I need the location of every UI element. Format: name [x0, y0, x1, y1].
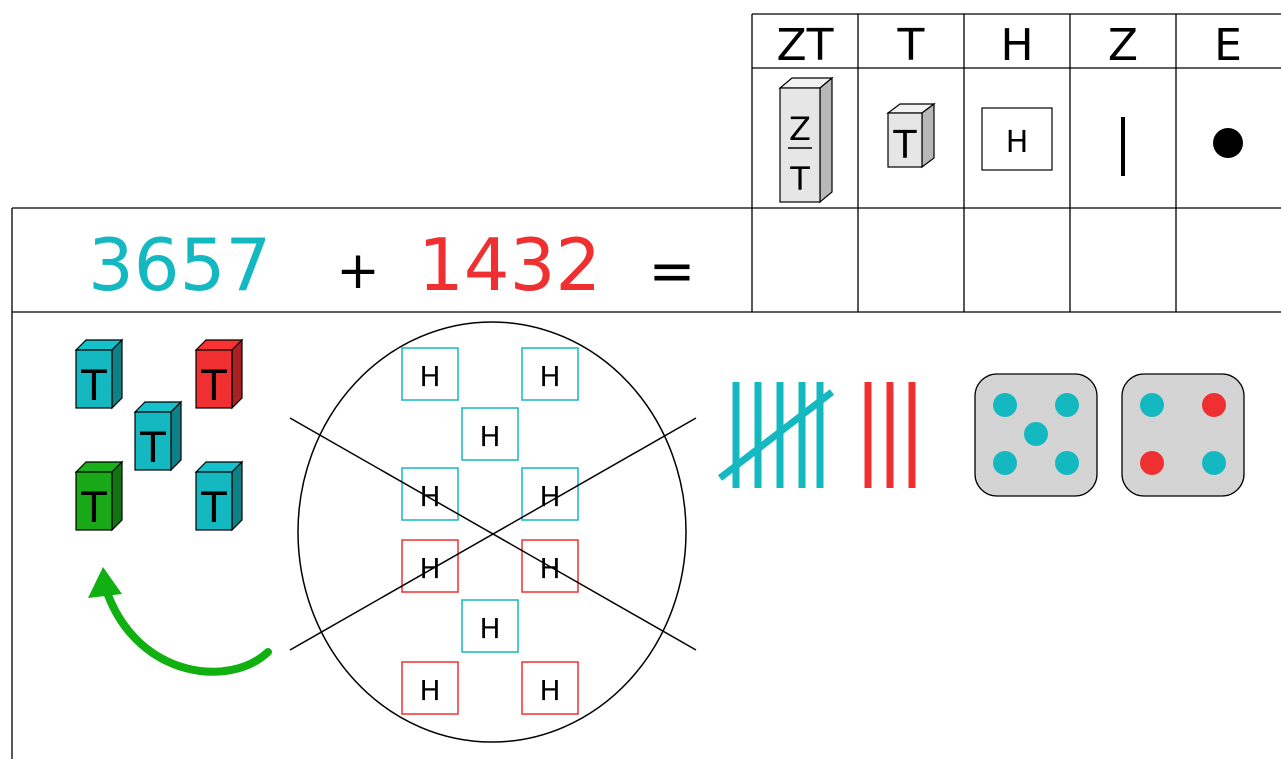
plus-sign: +: [336, 241, 380, 301]
first-number: 3657: [88, 223, 271, 307]
thousand-cube-label: T: [80, 483, 107, 532]
thousand-cube-label: T: [200, 483, 227, 532]
hundred-square-label: H: [419, 552, 440, 585]
thousand-cube: T: [194, 338, 244, 410]
t-cube-icon: T: [886, 102, 936, 169]
cross-out-lines: [289, 417, 697, 651]
header-t: T: [897, 20, 925, 71]
die-five: [974, 373, 1098, 497]
hundreds-ellipse: [297, 321, 687, 743]
hundred-square: H: [461, 599, 519, 653]
thousand-cube-label: T: [139, 423, 166, 472]
hundred-square-label: H: [539, 360, 560, 393]
hundred-square: H: [521, 347, 579, 401]
t-cube-label: T: [892, 123, 917, 167]
header-zt: ZT: [776, 20, 833, 71]
arrow-icon: [88, 567, 272, 676]
header-h: H: [1000, 20, 1033, 71]
thousand-cube-label: T: [80, 361, 107, 410]
hundred-square-label: H: [419, 674, 440, 707]
hundred-square-label: H: [539, 674, 560, 707]
zt-rod-label-bottom: T: [789, 160, 810, 198]
hundred-square-label: H: [539, 552, 560, 585]
hundred-square: H: [401, 539, 459, 593]
hundred-square-label: H: [479, 612, 500, 645]
hundred-square: H: [461, 407, 519, 461]
hundred-square-label: H: [419, 480, 440, 513]
h-square-icon: H: [981, 107, 1053, 171]
tally-marks: [717, 382, 916, 488]
equals-sign: =: [649, 239, 696, 304]
h-square-label: H: [1006, 125, 1029, 160]
e-dot-icon: [1213, 128, 1243, 158]
die-icon: [1121, 373, 1245, 497]
hundred-square: H: [401, 467, 459, 521]
thousand-cube: T: [74, 460, 124, 532]
place-value-table: [751, 13, 1281, 312]
zt-rod-icon: Z T: [778, 76, 834, 204]
hundred-square: H: [401, 347, 459, 401]
zt-rod-label-top: Z: [789, 110, 811, 148]
thousand-cube: T: [194, 460, 244, 532]
hundred-square: H: [521, 661, 579, 715]
thousand-cube: T: [74, 338, 124, 410]
hundred-square-label: H: [479, 420, 500, 453]
second-number: 1432: [418, 223, 601, 307]
equation-row-frame: [11, 207, 1281, 759]
header-e: E: [1214, 20, 1242, 71]
die-four: [1121, 373, 1245, 497]
thousand-cube-label: T: [200, 361, 227, 410]
hundred-square: H: [401, 661, 459, 715]
header-z: Z: [1108, 20, 1138, 71]
hundred-square-label: H: [419, 360, 440, 393]
thousand-cube: T: [133, 400, 183, 472]
